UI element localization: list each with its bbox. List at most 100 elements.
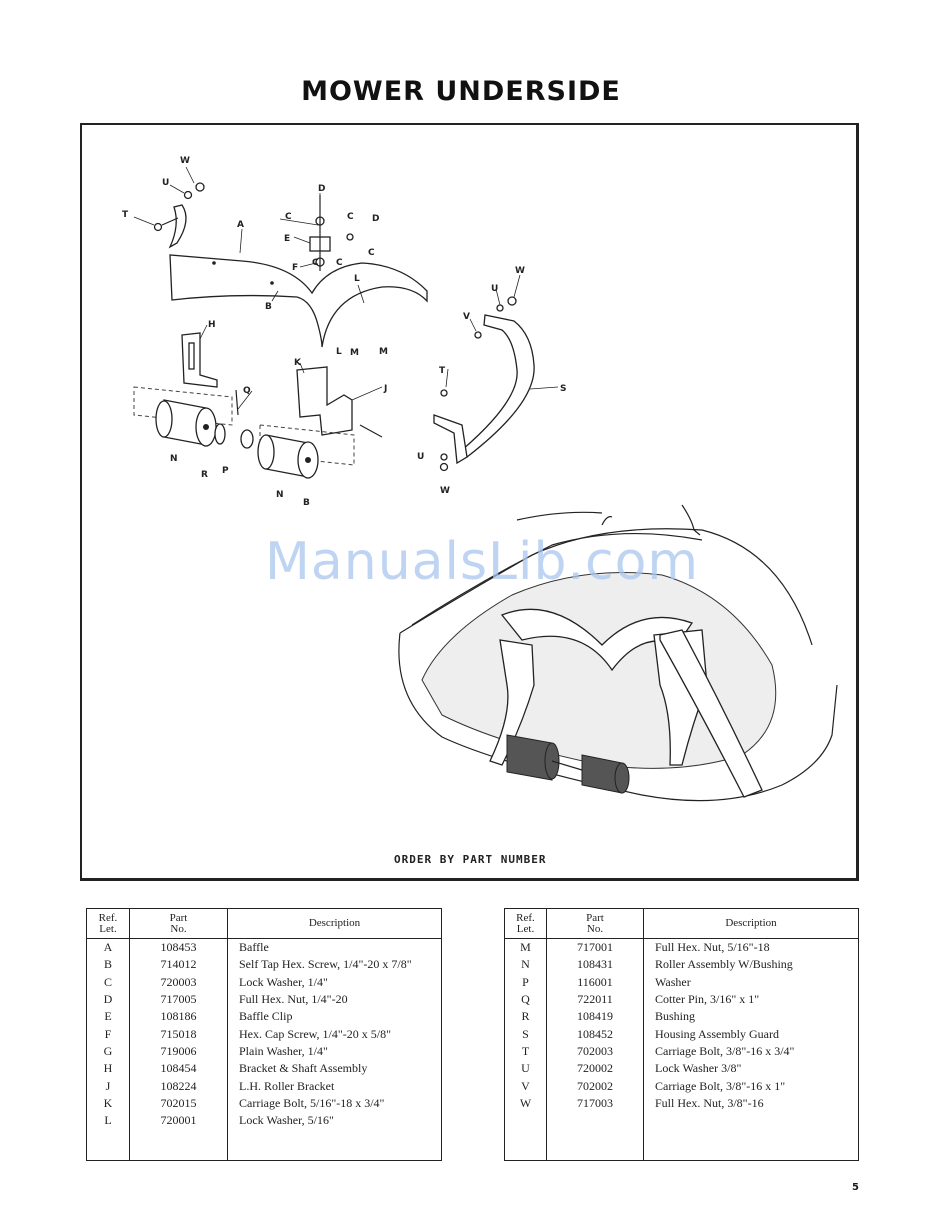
part-description: Housing Assembly Guard (655, 1026, 779, 1041)
part-description: Lock Washer, 1/4" (239, 974, 328, 989)
part-number: 720002 (546, 1060, 644, 1078)
callout-N-1: N (170, 454, 178, 464)
part-description: Cotter Pin, 3/16" x 1" (655, 992, 760, 1007)
callout-C-2: C (347, 212, 354, 222)
part-description: Full Hex. Nut, 5/16"-18 (655, 940, 770, 955)
part-ref-letter: M (504, 938, 547, 957)
callout-U-bottom: U (417, 452, 424, 462)
callout-E: E (284, 234, 290, 244)
part-number: 108453 (129, 938, 228, 957)
exploded-view-drawing: W U T A D C C E C D C F C B L M L M H K … (122, 156, 838, 802)
part-description: Carriage Bolt, 3/8"-16 x 1" (655, 1078, 786, 1093)
callout-leaders (133, 166, 559, 410)
callout-L-2: L (336, 347, 342, 357)
part-description: Baffle (239, 940, 269, 955)
callout-T-right: T (439, 366, 446, 376)
page-title: MOWER UNDERSIDE (301, 76, 621, 107)
callout-R: R (201, 470, 208, 480)
part-ref-letter: S (504, 1025, 547, 1043)
callout-F: F (292, 263, 298, 273)
callout-C-1: C (285, 212, 292, 222)
empty-cell (504, 1111, 547, 1161)
page-number: 5 (852, 1182, 859, 1193)
part-description: Washer (655, 974, 691, 989)
callout-N-2: N (276, 490, 284, 500)
part-ref-letter: U (504, 1060, 547, 1078)
callout-W-right: W (515, 266, 525, 276)
part-ref-letter: J (86, 1077, 130, 1095)
part-description: L.H. Roller Bracket (239, 1078, 335, 1093)
part-ref-letter: F (86, 1025, 130, 1043)
ref-let-header: Ref.Let. (86, 908, 130, 939)
callout-D-1: D (318, 184, 325, 194)
part-ref-letter: Q (504, 990, 547, 1009)
callout-T-top: T (122, 210, 129, 220)
callout-S: S (560, 384, 566, 394)
part-description: Full Hex. Nut, 3/8"-16 (655, 1095, 764, 1110)
roller-bracket-part (296, 366, 383, 438)
part-number: 717001 (546, 938, 644, 957)
callout-Q: Q (243, 386, 251, 396)
part-description: Plain Washer, 1/4" (239, 1043, 328, 1058)
exploded-view-figure: W U T A D C C E C D C F C B L M L M H K … (80, 123, 859, 881)
bracket-shaft-part (181, 332, 218, 388)
part-ref-letter: B (86, 956, 130, 974)
mower-deck-illustration (398, 504, 838, 802)
part-number: 715018 (129, 1025, 228, 1043)
part-number: 720001 (129, 1111, 228, 1130)
part-ref-letter: G (86, 1042, 130, 1061)
part-number: 108186 (129, 1008, 228, 1026)
callout-C-3: C (368, 248, 375, 258)
description-header: Description (643, 908, 859, 939)
part-description: Carriage Bolt, 3/8"-16 x 3/4" (655, 1043, 795, 1058)
part-description: Bracket & Shaft Assembly (239, 1061, 368, 1076)
housing-guard-part (433, 296, 535, 472)
part-ref-letter: D (86, 990, 130, 1009)
part-number: 702003 (546, 1042, 644, 1061)
baffle-clip-hardware (309, 195, 354, 271)
part-description: Lock Washer, 5/16" (239, 1113, 334, 1128)
table-filler-row (504, 1111, 859, 1161)
baffle-part (168, 204, 428, 348)
part-ref-letter: T (504, 1042, 547, 1061)
part-ref-letter: A (86, 938, 130, 957)
callout-K: K (294, 358, 302, 368)
part-ref-letter: L (86, 1111, 130, 1130)
part-description: Self Tap Hex. Screw, 1/4"-20 x 7/8" (239, 957, 412, 972)
part-description: Roller Assembly W/Bushing (655, 957, 793, 972)
callout-W-bottom: W (440, 486, 450, 496)
order-note: ORDER BY PART NUMBER (394, 853, 547, 866)
callout-B-top: B (265, 302, 272, 312)
callout-C-5: C (312, 258, 319, 268)
callout-U-top: U (162, 178, 169, 188)
callout-P: P (222, 466, 229, 476)
roller-right (214, 389, 355, 479)
part-number: 717005 (129, 990, 228, 1009)
part-number: 717003 (546, 1094, 644, 1112)
part-ref-letter: R (504, 1008, 547, 1026)
empty-cell (86, 1129, 130, 1161)
table-filler-row (86, 1129, 442, 1161)
part-description: Hex. Cap Screw, 1/4"-20 x 5/8" (239, 1026, 391, 1041)
part-number: 108452 (546, 1025, 644, 1043)
part-number: 116001 (546, 973, 644, 991)
part-ref-letter: E (86, 1008, 130, 1026)
ref-let-header: Ref.Let. (504, 908, 547, 939)
part-description: Carriage Bolt, 5/16"-18 x 3/4" (239, 1095, 385, 1110)
